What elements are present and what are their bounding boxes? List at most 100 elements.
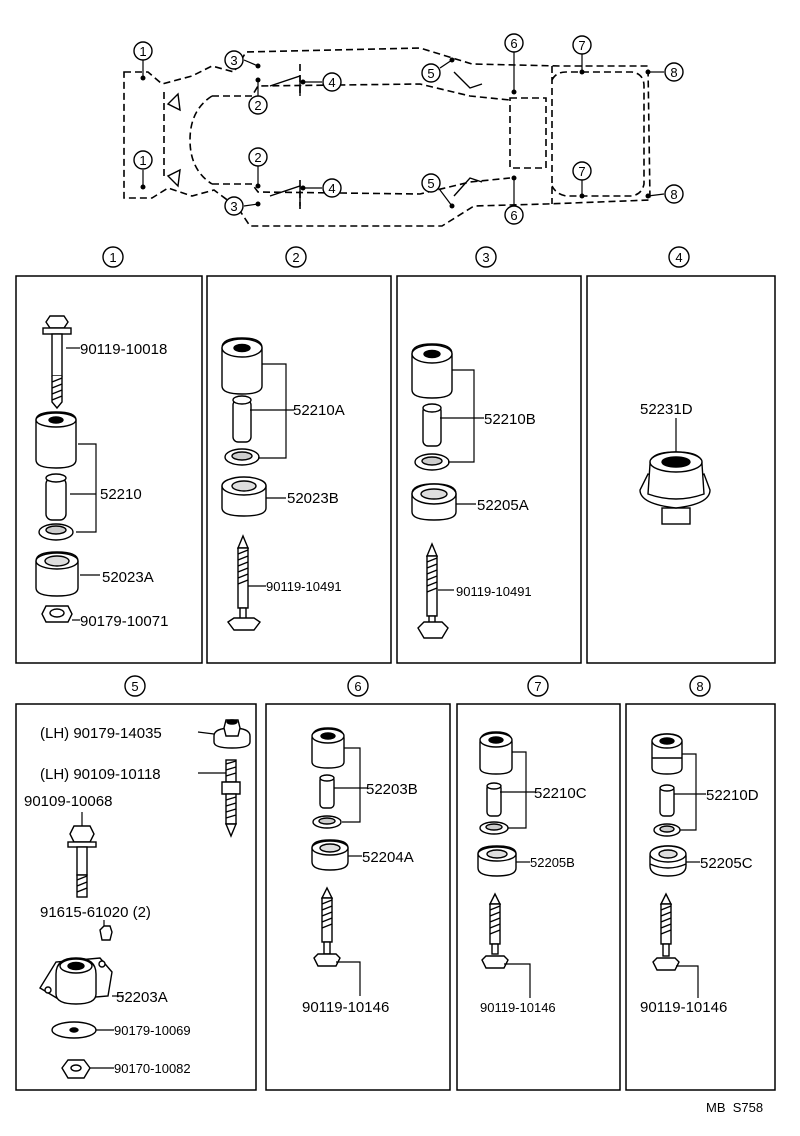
panel-5-leaders <box>81 731 226 1069</box>
label-90179-10069: 90179-10069 <box>114 1023 191 1038</box>
callout-8-lower: 8 <box>664 184 684 204</box>
cushion-52203B <box>311 727 345 829</box>
svg-text:8: 8 <box>670 187 677 202</box>
label-52023B: 52023B <box>287 490 339 507</box>
panel-8 <box>649 733 687 971</box>
label-90119-10491-p3: 90119-10491 <box>456 584 532 599</box>
callout-6-lower: 6 <box>504 205 524 225</box>
nut-90179-14035 <box>213 719 251 749</box>
panel-6 <box>311 727 349 967</box>
clip-91615-61020 <box>99 925 113 941</box>
svg-text:2: 2 <box>254 98 261 113</box>
svg-text:8: 8 <box>670 65 677 80</box>
label-90119-10146-p7: 90119-10146 <box>480 1000 556 1015</box>
svg-text:8: 8 <box>696 679 703 694</box>
label-52210C: 52210C <box>534 785 587 802</box>
panel-2 <box>221 337 267 631</box>
callout-7-lower: 7 <box>572 161 592 181</box>
washer-90179-10069 <box>51 1021 97 1039</box>
diagram-code: MB S758 <box>706 1100 763 1115</box>
svg-text:3: 3 <box>482 250 489 265</box>
frame-callouts: 1 1 2 2 3 3 4 4 5 5 6 6 7 7 8 8 <box>133 33 684 225</box>
svg-text:4: 4 <box>328 75 335 90</box>
svg-text:6: 6 <box>510 36 517 51</box>
attachment-points <box>140 57 651 209</box>
label-52204A: 52204A <box>362 849 414 866</box>
svg-text:7: 7 <box>534 679 541 694</box>
panel-title-1: 1 <box>102 246 124 268</box>
cushion-52204A <box>311 839 349 871</box>
frame-leaders <box>142 52 665 207</box>
label-90109-10118: (LH) 90109-10118 <box>40 766 161 783</box>
label-52210: 52210 <box>100 486 142 503</box>
svg-text:6: 6 <box>510 208 517 223</box>
svg-text:4: 4 <box>328 181 335 196</box>
bolt-90119-10491-p3 <box>417 542 449 639</box>
bolt-90119-10018 <box>42 315 72 410</box>
label-90179-10071: 90179-10071 <box>80 613 168 630</box>
callout-4-lower: 4 <box>322 178 342 198</box>
svg-text:2: 2 <box>292 250 299 265</box>
svg-text:2: 2 <box>254 150 261 165</box>
callout-7-upper: 7 <box>572 35 592 55</box>
panel-2-leaders <box>248 363 294 587</box>
cushion-52205C <box>649 845 687 877</box>
cushion-52205B <box>477 845 517 877</box>
cushion-52210A <box>221 337 263 466</box>
callout-2-upper: 2 <box>248 95 268 115</box>
label-52205B: 52205B <box>530 855 575 870</box>
cushion-52210B <box>411 343 453 471</box>
callout-3-lower: 3 <box>224 196 244 216</box>
label-52210A: 52210A <box>293 402 345 419</box>
panel-title-5: 5 <box>124 675 146 697</box>
cushion-52210D <box>651 733 683 837</box>
panel-title-3: 3 <box>475 246 497 268</box>
svg-text:1: 1 <box>139 153 146 168</box>
callout-5-lower: 5 <box>421 173 441 193</box>
svg-text:6: 6 <box>354 679 361 694</box>
label-52210B: 52210B <box>484 411 536 428</box>
label-90119-10491-p2: 90119-10491 <box>266 579 342 594</box>
cushion-52205A <box>411 483 457 521</box>
label-90170-10082: 90170-10082 <box>114 1061 191 1076</box>
panel-titles: 1 2 3 4 5 6 7 8 <box>102 246 711 697</box>
nut-90179-10071 <box>41 605 73 623</box>
frame-solid-details <box>166 71 483 206</box>
label-91615-61020: 91615-61020 (2) <box>40 904 151 921</box>
callout-4-upper: 4 <box>322 72 342 92</box>
svg-text:1: 1 <box>109 250 116 265</box>
cushion-52210 <box>35 411 77 541</box>
callout-1-upper: 1 <box>133 41 153 61</box>
panel-title-2: 2 <box>285 246 307 268</box>
label-52231D: 52231D <box>640 401 693 418</box>
bolt-90119-10491 <box>226 534 262 631</box>
panel-title-6: 6 <box>347 675 369 697</box>
svg-text:7: 7 <box>578 38 585 53</box>
svg-text:3: 3 <box>230 199 237 214</box>
callout-1-lower: 1 <box>133 150 153 170</box>
cushion-52210C <box>479 731 513 835</box>
callout-5-upper: 5 <box>421 63 441 83</box>
nut-90170-10082 <box>61 1059 91 1079</box>
callout-2-lower: 2 <box>248 147 268 167</box>
bolt-90109-10068 <box>67 825 97 898</box>
mount-52231D <box>639 451 711 525</box>
callout-8-upper: 8 <box>664 62 684 82</box>
svg-text:5: 5 <box>427 176 434 191</box>
bolt-90119-10146-p7 <box>481 892 509 969</box>
panel-borders <box>15 275 776 1091</box>
panel-title-4: 4 <box>668 246 690 268</box>
svg-text:1: 1 <box>139 44 146 59</box>
callout-3-upper: 3 <box>224 50 244 70</box>
panel-1-leaders <box>66 347 100 621</box>
cushion-52023B <box>221 476 267 517</box>
cushion-52203A <box>39 957 113 1005</box>
label-90119-10146-p8: 90119-10146 <box>640 999 727 1016</box>
panel-title-7: 7 <box>527 675 549 697</box>
label-52203B: 52203B <box>366 781 418 798</box>
label-52203A: 52203A <box>116 989 168 1006</box>
panel-1 <box>35 315 79 623</box>
bolt-90119-10146-p6 <box>313 886 341 967</box>
frame-overview <box>123 47 651 227</box>
